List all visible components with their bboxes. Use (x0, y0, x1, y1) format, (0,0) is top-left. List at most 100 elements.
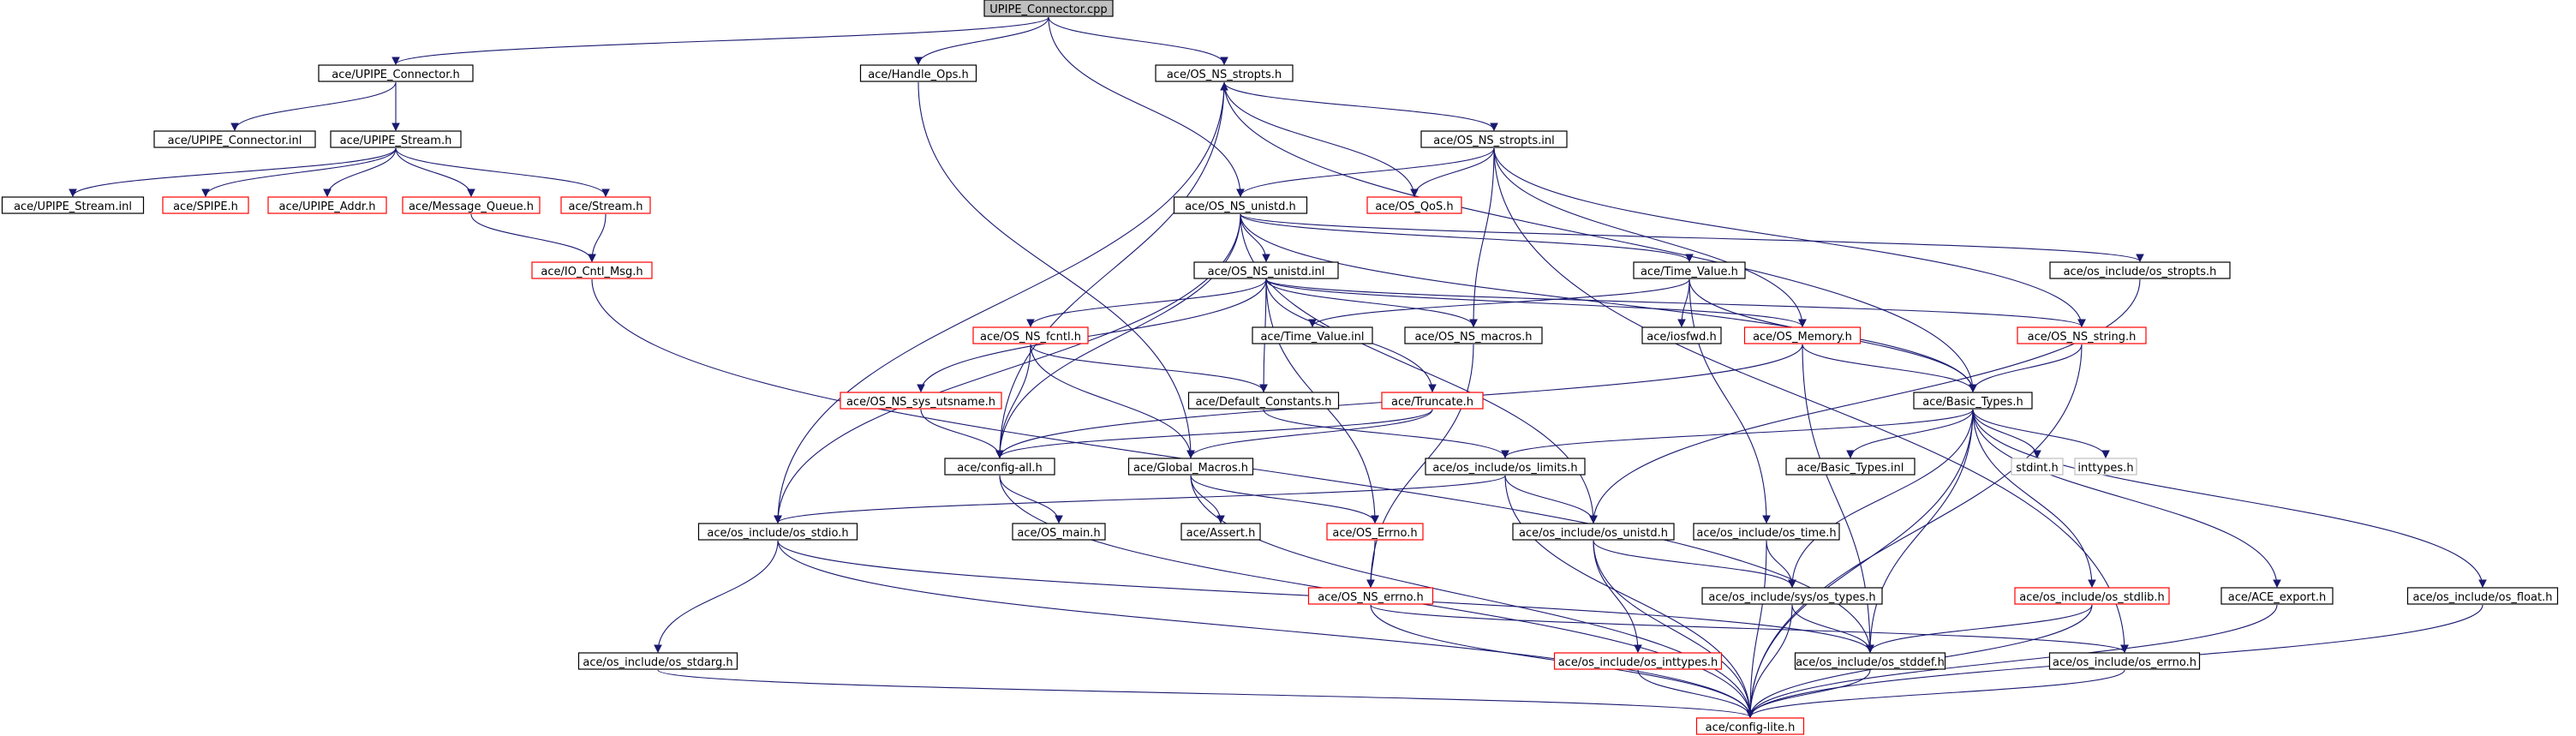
node-label: ace/UPIPE_Stream.inl (14, 200, 132, 213)
node-unistd_h[interactable]: ace/OS_NS_unistd.h (1173, 196, 1308, 214)
edge-unistd_h-to-os_stropts (1240, 213, 2144, 263)
node-os_main[interactable]: ace/OS_main.h (1012, 523, 1106, 541)
node-os_inttypes[interactable]: ace/os_include/os_inttypes.h (1553, 652, 1723, 670)
edge-ups_h-to-ups_inl (69, 147, 397, 198)
node-ns_errno[interactable]: ace/OS_NS_errno.h (1307, 587, 1434, 605)
node-os_unistd[interactable]: ace/os_include/os_unistd.h (1512, 523, 1675, 541)
node-basictypes[interactable]: ace/Basic_Types.h (1913, 392, 2033, 410)
node-label: ace/Basic_Types.h (1922, 396, 2023, 409)
node-macros[interactable]: ace/OS_NS_macros.h (1404, 326, 1543, 344)
edge-os_stdarg-to-configlite (657, 669, 1754, 719)
node-ups_h[interactable]: ace/UPIPE_Stream.h (330, 130, 462, 148)
node-os_stdio[interactable]: ace/os_include/os_stdio.h (697, 523, 858, 541)
node-ups_inl[interactable]: ace/UPIPE_Stream.inl (1, 196, 145, 214)
node-box (1193, 261, 1339, 279)
node-assert[interactable]: ace/Assert.h (1180, 523, 1261, 541)
edge-defconst-to-limits (1263, 409, 1509, 459)
node-box (2011, 458, 2064, 476)
node-box (1743, 326, 1862, 344)
node-limits[interactable]: ace/os_include/os_limits.h (1425, 458, 1586, 476)
node-label: ace/OS_NS_unistd.inl (1208, 266, 1325, 278)
node-stropts_inl[interactable]: ace/OS_NS_stropts.inl (1420, 130, 1568, 148)
edge-basictypes-to-limits (1501, 409, 1974, 459)
node-configall[interactable]: ace/config-all.h (944, 458, 1055, 476)
node-msgq[interactable]: ace/Message_Queue.h (402, 196, 541, 214)
node-spipe[interactable]: ace/SPIPE.h (162, 196, 249, 214)
edge-truncate-to-configall (995, 409, 1433, 459)
node-label: ace/UPIPE_Addr.h (279, 200, 376, 213)
node-stream[interactable]: ace/Stream.h (560, 196, 651, 214)
node-stdint[interactable]: stdint.h (2011, 458, 2064, 476)
node-box (1785, 458, 1916, 476)
edge-limits-to-os_stdio (774, 475, 1506, 524)
node-string[interactable]: ace/OS_NS_string.h (2017, 326, 2147, 344)
node-configlite[interactable]: ace/config-lite.h (1695, 717, 1805, 735)
node-utsname[interactable]: ace/OS_NS_sys_utsname.h (840, 392, 1002, 410)
node-label: ace/OS_NS_stropts.inl (1433, 135, 1555, 147)
node-box (944, 458, 1055, 476)
edge-ups_h-to-spipe (201, 147, 397, 198)
node-label: ace/config-all.h (957, 462, 1043, 475)
edge-basictypes-to-inttypes (1972, 409, 2110, 459)
node-box (1641, 326, 1722, 344)
node-label: ace/SPIPE.h (173, 200, 238, 213)
node-label: ace/OS_NS_sys_utsname.h (846, 396, 995, 409)
edge-ups_h-to-upaddr (323, 147, 397, 198)
node-os_stropts[interactable]: ace/os_include/os_stropts.h (2049, 261, 2231, 279)
node-memory[interactable]: ace/OS_Memory.h (1743, 326, 1862, 344)
node-defconst[interactable]: ace/Default_Constants.h (1187, 392, 1340, 410)
node-stropts_h[interactable]: ace/OS_NS_stropts.h (1155, 64, 1294, 82)
node-box (697, 523, 858, 541)
node-sys_types[interactable]: ace/os_include/sys/os_types.h (1701, 587, 1883, 605)
edge-upc_h-to-ups_h (391, 82, 400, 132)
node-root[interactable]: UPIPE_Connector.cpp (983, 0, 1114, 17)
node-box (1252, 326, 1373, 344)
node-os_stdlib[interactable]: ace/os_include/os_stdlib.h (2014, 587, 2170, 605)
node-globalmacros[interactable]: ace/Global_Macros.h (1127, 458, 1254, 476)
node-os_float[interactable]: ace/os_include/os_float.h (2406, 587, 2559, 605)
node-upc_inl[interactable]: ace/UPIPE_Connector.inl (153, 130, 316, 148)
node-iosfwd[interactable]: ace/iosfwd.h (1641, 326, 1722, 344)
node-box (560, 196, 651, 214)
node-box (2049, 261, 2231, 279)
edge-unistd_inl-to-string (1265, 278, 2086, 328)
node-label: ace/os_include/os_float.h (2412, 591, 2552, 604)
node-unistd_inl[interactable]: ace/OS_NS_unistd.inl (1193, 261, 1339, 279)
node-handle_ops[interactable]: ace/Handle_Ops.h (859, 64, 977, 82)
edge-os_unistd-to-configlite (1593, 540, 1754, 719)
node-os_stdarg[interactable]: ace/os_include/os_stdarg.h (577, 652, 738, 670)
node-box (1701, 587, 1883, 605)
node-box (1, 196, 145, 214)
node-iocntl[interactable]: ace/IO_Cntl_Msg.h (531, 261, 653, 279)
node-os_time[interactable]: ace/os_include/os_time.h (1693, 523, 1840, 541)
node-upc_h[interactable]: ace/UPIPE_Connector.h (318, 64, 474, 82)
node-inttypes[interactable]: inttypes.h (2074, 458, 2137, 476)
node-label: ace/os_include/os_stropts.h (2064, 266, 2217, 278)
node-box (2014, 587, 2170, 605)
node-truncate[interactable]: ace/Truncate.h (1381, 392, 1484, 410)
edge-fcntl-to-defconst (1030, 344, 1268, 393)
edge-basictypes-to-sys_types (1788, 409, 1974, 589)
node-box (1794, 652, 1946, 670)
node-box (1155, 64, 1294, 82)
node-box (1553, 652, 1723, 670)
node-box (972, 326, 1089, 344)
edge-os_errno-to-ns_errno (1366, 540, 1376, 589)
node-box (1420, 130, 1568, 148)
edge-stropts_inl-to-memory (1493, 147, 1807, 328)
node-timeval_h[interactable]: ace/Time_Value.h (1633, 261, 1746, 279)
node-os_errno[interactable]: ace/OS_Errno.h (1326, 523, 1424, 541)
edge-globalmacros-to-assert (1190, 475, 1225, 524)
node-os_stddef[interactable]: ace/os_include/os_stddef.h (1794, 652, 1946, 670)
node-fcntl[interactable]: ace/OS_NS_fcntl.h (972, 326, 1089, 344)
node-qos[interactable]: ace/OS_QoS.h (1366, 196, 1462, 214)
node-basic_inl[interactable]: ace/Basic_Types.inl (1785, 458, 1916, 476)
node-label: ace/Global_Macros.h (1133, 462, 1248, 475)
edge-string-to-basictypes (1969, 344, 2083, 393)
node-ace_export[interactable]: ace/ACE_export.h (2220, 587, 2334, 605)
node-box (1404, 326, 1543, 344)
node-timeval_inl[interactable]: ace/Time_Value.inl (1252, 326, 1373, 344)
node-upaddr[interactable]: ace/UPIPE_Addr.h (267, 196, 387, 214)
node-os_errno_inc[interactable]: ace/os_include/os_errno.h (2048, 652, 2201, 670)
